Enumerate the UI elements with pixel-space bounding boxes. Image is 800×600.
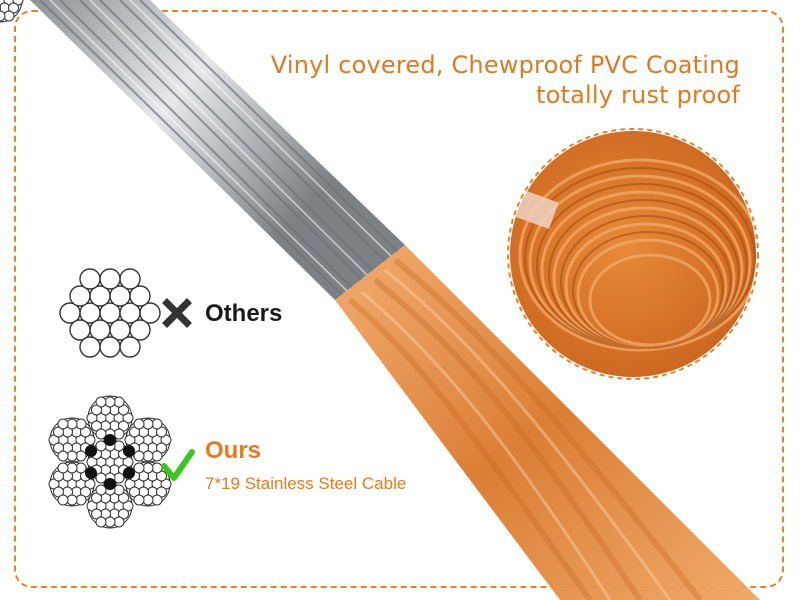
headline: Vinyl covered, Chewproof PVC Coating tot…	[271, 50, 740, 110]
others-strand-diagram	[59, 268, 161, 358]
pvc-coated-cable	[335, 245, 760, 600]
bare-steel-cable	[30, 0, 405, 300]
ours-sublabel: 7*19 Stainless Steel Cable	[205, 474, 407, 493]
ours-label: Ours	[205, 437, 262, 464]
coil-inset	[507, 128, 759, 380]
headline-line-1: Vinyl covered, Chewproof PVC Coating	[270, 51, 740, 79]
headline-line-2: totally rust proof	[536, 81, 740, 109]
ours-strand-diagram	[0, 0, 172, 529]
x-mark-icon	[162, 298, 192, 328]
others-label: Others	[205, 300, 283, 327]
check-mark-icon	[161, 449, 195, 481]
dashed-frame	[14, 10, 784, 588]
